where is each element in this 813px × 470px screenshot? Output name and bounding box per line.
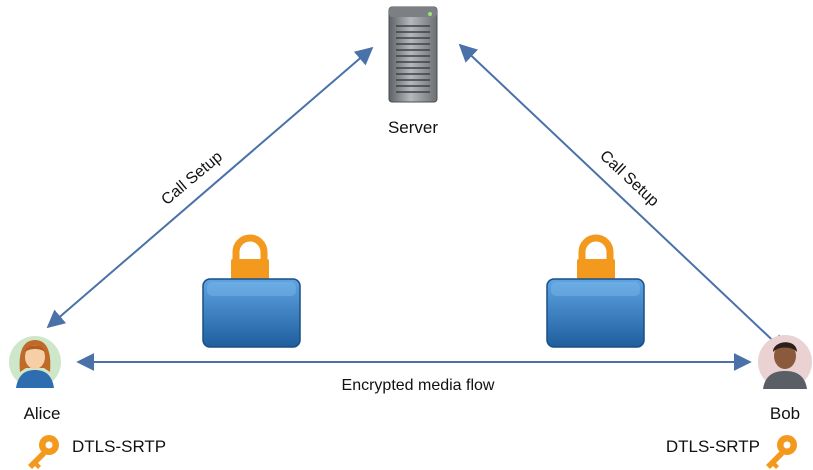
alice-label: Alice — [24, 404, 61, 423]
key-icon-alice — [28, 435, 59, 469]
call-setup-arrow-left — [46, 46, 374, 329]
alice-security-label: DTLS-SRTP — [72, 437, 166, 456]
avatar-female-icon — [9, 336, 61, 388]
encrypted-media-label: Encrypted media flow — [342, 377, 495, 394]
padlock-icon-left — [202, 234, 301, 348]
call-setup-label-left: Call Setup — [158, 148, 226, 209]
call-setup-label-right: Call Setup — [596, 147, 662, 210]
server-label: Server — [388, 118, 438, 137]
bob-security-label: DTLS-SRTP — [666, 437, 760, 456]
bob-label: Bob — [770, 404, 800, 423]
server-icon — [388, 6, 438, 103]
key-icon-bob — [766, 435, 797, 469]
padlock-icon-right — [546, 234, 645, 348]
call-setup-arrow-right — [458, 43, 787, 354]
avatar-male-icon — [758, 335, 812, 389]
